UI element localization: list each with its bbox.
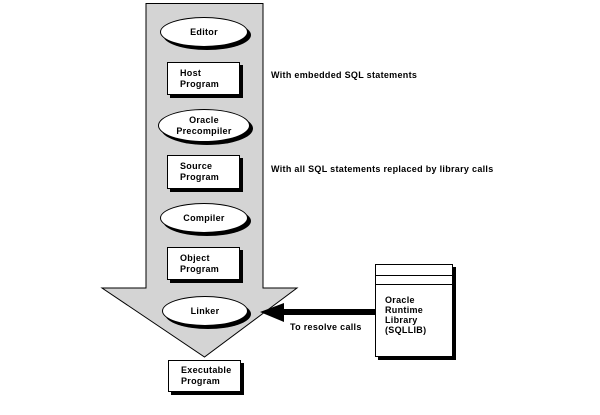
node-object-program: Object Program xyxy=(167,247,240,280)
node-host-program: Host Program xyxy=(167,62,240,95)
node-compiler-label: Compiler xyxy=(183,212,225,223)
node-source-program: Source Program xyxy=(167,155,240,189)
annotation-embedded-sql: With embedded SQL statements xyxy=(271,70,418,80)
node-editor: Editor xyxy=(160,17,248,47)
annotation-to-resolve-calls: To resolve calls xyxy=(290,322,362,332)
node-compiler: Compiler xyxy=(160,203,248,233)
annotation-replaced-by-library-calls: With all SQL statements replaced by libr… xyxy=(271,164,494,174)
node-executable-program: Executable Program xyxy=(168,360,241,392)
node-object-program-label: Object Program xyxy=(180,252,220,274)
oracle-runtime-library-box: Oracle Runtime Library (SQLLIB) xyxy=(375,264,453,357)
node-oracle-precompiler: Oracle Precompiler xyxy=(158,109,250,142)
library-box-rule xyxy=(376,275,452,276)
node-editor-label: Editor xyxy=(190,26,218,37)
library-link-arrow-icon xyxy=(260,303,375,322)
node-executable-program-label: Executable Program xyxy=(181,365,232,386)
node-host-program-label: Host Program xyxy=(180,67,220,89)
node-linker-label: Linker xyxy=(190,305,220,316)
node-linker: Linker xyxy=(162,296,248,326)
oracle-runtime-library-label: Oracle Runtime Library (SQLLIB) xyxy=(385,295,427,335)
node-source-program-label: Source Program xyxy=(180,161,220,182)
library-box-rule xyxy=(376,284,452,285)
node-oracle-precompiler-label: Oracle Precompiler xyxy=(176,114,232,136)
